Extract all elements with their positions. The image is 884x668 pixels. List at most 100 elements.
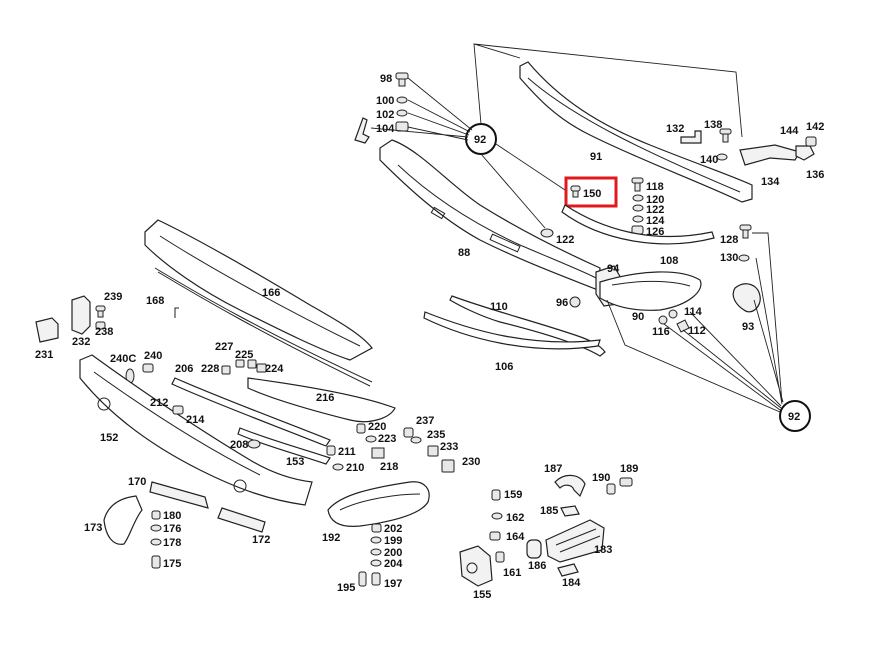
washer-140-icon (716, 153, 728, 161)
label-110: 110 (490, 301, 508, 313)
label-128: 128 (720, 234, 738, 246)
label-140: 140 (700, 154, 718, 166)
label-223: 223 (378, 433, 396, 445)
label-122: 122 (556, 234, 574, 246)
label-90: 90 (632, 311, 644, 323)
label-112: 112 (688, 325, 706, 337)
bracket-part (354, 117, 370, 144)
label-228: 228 (201, 363, 219, 375)
label-240: 240 (144, 350, 162, 362)
label-180: 180 (163, 510, 181, 522)
end-cap-90 (599, 271, 702, 311)
washer-200-icon (370, 548, 382, 556)
label-233: 233 (440, 441, 458, 453)
label-178: 178 (163, 537, 181, 549)
washer-162-icon (491, 512, 503, 520)
label-94: 94 (607, 263, 620, 275)
bolt-212-icon (172, 405, 184, 415)
end-cap-192 (327, 481, 430, 527)
bolt-197-icon (371, 572, 381, 586)
label-92-bottom: 92 (788, 411, 800, 423)
label-122-right: 122 (646, 204, 664, 216)
label-126: 126 (646, 226, 664, 238)
washer-223-icon (365, 435, 377, 443)
label-144: 144 (780, 125, 799, 137)
label-187: 187 (544, 463, 562, 475)
label-96: 96 (556, 297, 568, 309)
nut-104-icon (395, 121, 409, 132)
strip-170 (149, 481, 209, 509)
trim-strip-108 (561, 204, 715, 245)
label-88: 88 (458, 247, 470, 259)
trim-strip-168 (154, 267, 373, 387)
label-170: 170 (128, 476, 146, 488)
label-175: 175 (163, 558, 181, 570)
label-161: 161 (503, 567, 521, 579)
label-104: 104 (376, 123, 395, 135)
nut-164-icon (489, 531, 501, 541)
label-214: 214 (186, 414, 205, 426)
bracket-93 (732, 283, 761, 313)
bolt-175-icon (151, 555, 161, 569)
label-211: 211 (338, 446, 356, 458)
label-216: 216 (316, 392, 334, 404)
label-197: 197 (384, 578, 402, 590)
washer-122r-icon (632, 204, 644, 212)
bracket-232 (71, 295, 91, 335)
nut-228-icon (221, 365, 231, 375)
callout-circle-92-bottom (779, 400, 811, 432)
label-164: 164 (506, 531, 525, 543)
nut-225-icon (247, 359, 257, 369)
label-108: 108 (660, 255, 678, 267)
nut-180-icon (151, 510, 161, 520)
end-cap-173 (103, 495, 143, 545)
washer-176-icon (150, 524, 162, 532)
label-186: 186 (528, 560, 546, 572)
label-92-top: 92 (474, 134, 486, 146)
label-132: 132 (666, 123, 684, 135)
bolt-239-icon (95, 305, 106, 318)
bracket-132 (680, 130, 702, 144)
washer-120-icon (632, 194, 644, 202)
clip-233-icon (427, 445, 439, 457)
label-227: 227 (215, 341, 233, 353)
label-173: 173 (84, 522, 102, 534)
clip-136 (795, 145, 815, 161)
strip-172 (217, 507, 266, 533)
washer-210-icon (332, 463, 344, 471)
label-208: 208 (230, 439, 248, 451)
washer-208-icon (247, 439, 261, 449)
label-195: 195 (337, 582, 355, 594)
label-204: 204 (384, 558, 403, 570)
label-202: 202 (384, 523, 402, 535)
label-124: 124 (646, 215, 665, 227)
nut-238-icon (95, 321, 106, 330)
clip-184 (557, 563, 579, 577)
clip-187 (554, 474, 586, 498)
nut-224-icon (256, 363, 267, 373)
washer-235-icon (410, 436, 422, 444)
label-168: 168 (146, 295, 164, 307)
label-159: 159 (504, 489, 522, 501)
label-224: 224 (265, 363, 284, 375)
bolt-189-icon (619, 477, 633, 487)
bolt-240-icon (142, 363, 154, 373)
bolt-142-icon (805, 136, 817, 147)
nut-202-icon (371, 523, 382, 533)
label-116: 116 (652, 326, 670, 338)
label-162: 162 (506, 512, 524, 524)
nut-116-icon (658, 315, 668, 325)
label-231: 231 (35, 349, 53, 361)
bolt-150-icon (570, 185, 581, 198)
bracket-231 (35, 317, 59, 343)
label-150: 150 (583, 188, 601, 200)
label-138: 138 (704, 119, 722, 131)
bumper-bar-91 (519, 61, 753, 203)
trim-strip-106 (423, 311, 601, 350)
bolt-161-icon (495, 551, 505, 563)
label-153: 153 (286, 456, 304, 468)
label-230: 230 (462, 456, 480, 468)
label-238: 238 (95, 326, 113, 338)
clip-218-icon (371, 447, 385, 459)
